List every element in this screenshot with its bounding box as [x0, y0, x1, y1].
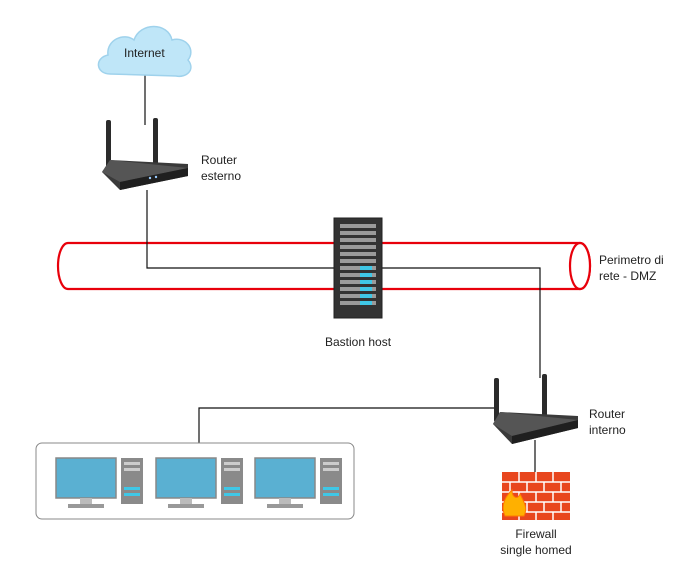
router-interno-label-line2: interno — [589, 423, 626, 437]
connection-lines — [144, 75, 541, 472]
fire-flame-icon — [502, 488, 527, 517]
cloud-icon — [97, 25, 192, 78]
firewall-label-line1: Firewall — [515, 527, 557, 541]
dmz-perimeter-tube — [56, 241, 592, 291]
bastion-host-label: Bastion host — [325, 335, 392, 349]
firewall-label: Firewall single homed — [486, 526, 586, 558]
desktop-computer-icon — [155, 457, 243, 508]
router-interno-label: Router interno — [589, 406, 626, 438]
dmz-label-line2: rete - DMZ — [599, 269, 657, 283]
link-router-bastion — [146, 190, 335, 269]
desktop-computer-icon — [254, 457, 342, 508]
desktop-computer-icon — [55, 457, 143, 508]
wireless-router-icon — [102, 118, 188, 190]
link-router-interno-lan — [198, 407, 495, 443]
firewall-label-line2: single homed — [500, 543, 572, 557]
wireless-router-icon — [493, 374, 578, 444]
router-interno-label-line1: Router — [589, 407, 626, 421]
router-esterno-label: Router esterno — [201, 152, 241, 184]
internet-label: Internet — [124, 46, 165, 60]
router-esterno-label-line1: Router — [201, 153, 238, 167]
router-esterno-label-line2: esterno — [201, 169, 242, 183]
link-bastion-router-interno — [380, 267, 541, 378]
dmz-label-line1: Perimetro di — [599, 253, 664, 267]
firewall-icon — [502, 472, 570, 520]
dmz-label: Perimetro di rete - DMZ — [599, 252, 664, 284]
server-rack-icon — [333, 217, 383, 319]
